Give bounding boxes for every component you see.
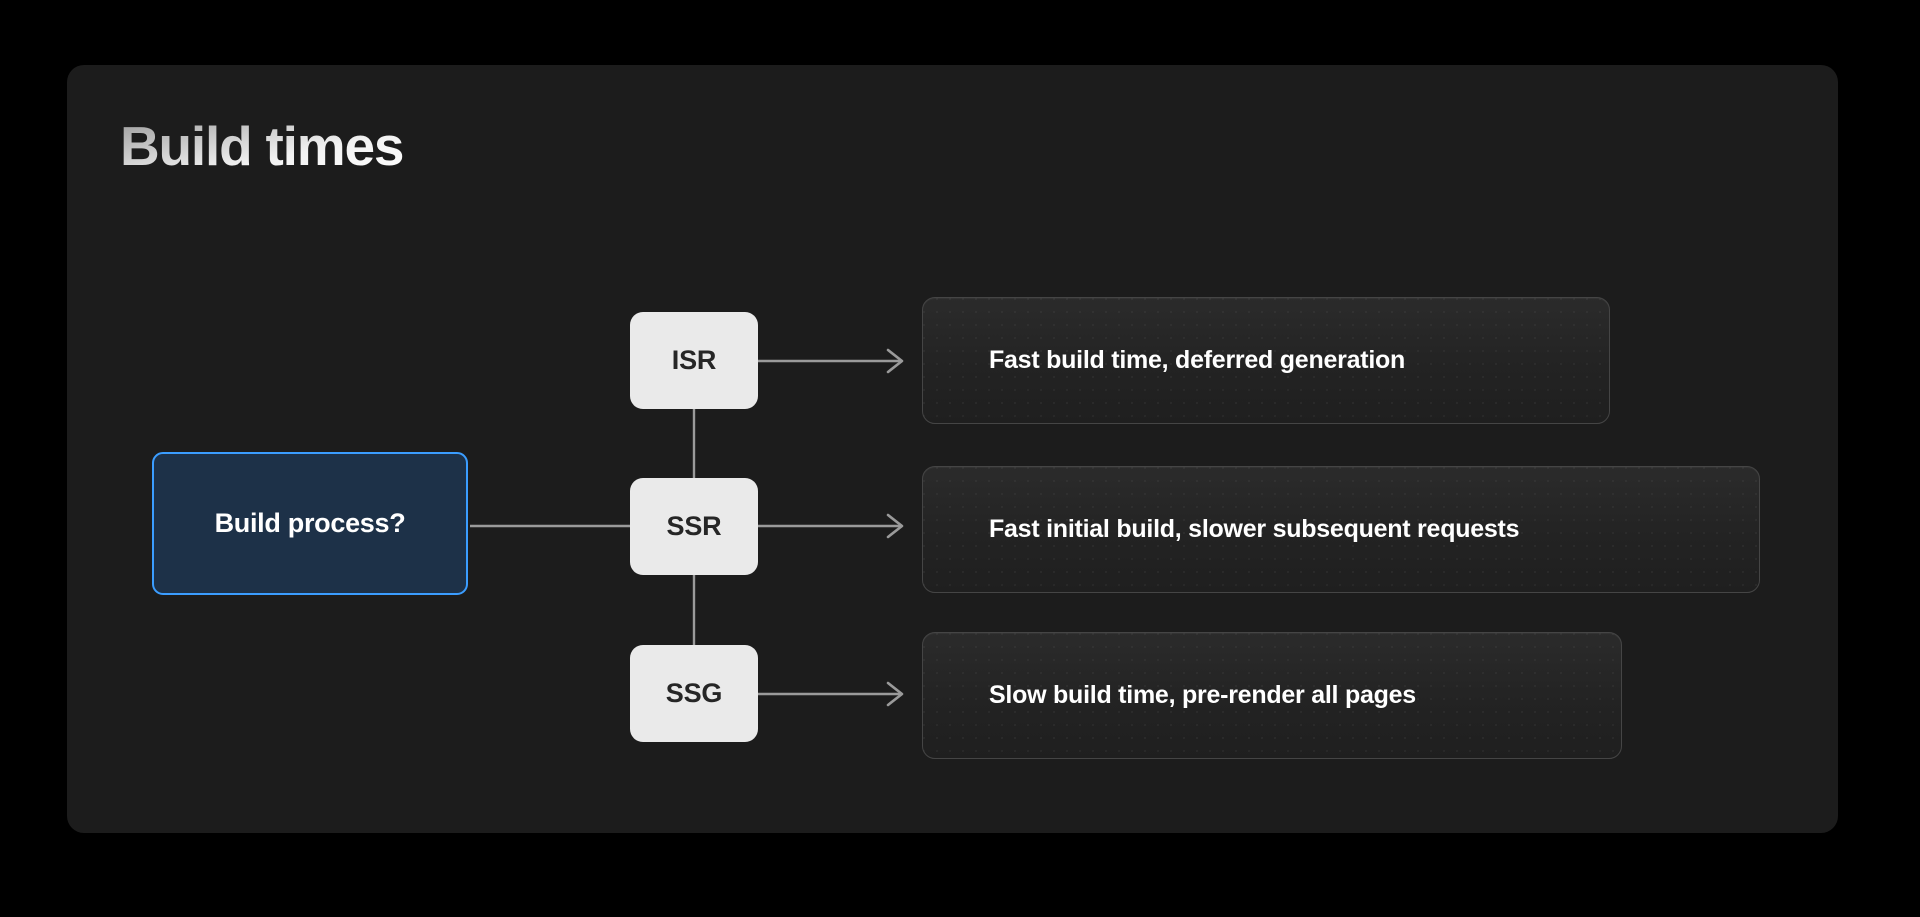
page-title: Build times	[120, 115, 404, 177]
node-isr-label: ISR	[671, 345, 717, 375]
node-ssr[interactable]: SSR	[630, 478, 758, 575]
node-ssr-label: SSR	[666, 511, 722, 541]
arrowhead-ssr	[886, 513, 904, 539]
outcome-card-isr-text: Fast build time, deferred generation	[989, 346, 1406, 374]
node-ssg[interactable]: SSG	[630, 645, 758, 742]
arrowhead-ssg	[886, 681, 904, 707]
outcome-card-ssr[interactable]: Fast initial build, slower subsequent re…	[922, 466, 1760, 593]
outcome-card-ssg-text: Slow build time, pre-render all pages	[989, 681, 1416, 709]
node-isr[interactable]: ISR	[630, 312, 758, 409]
decision-node-build-process[interactable]: Build process?	[152, 452, 468, 595]
outcome-card-ssr-text: Fast initial build, slower subsequent re…	[989, 515, 1520, 543]
decision-node-label: Build process?	[214, 508, 406, 538]
node-ssg-label: SSG	[665, 678, 723, 708]
arrowhead-isr	[886, 348, 904, 374]
outcome-card-isr[interactable]: Fast build time, deferred generation	[922, 297, 1610, 424]
outcome-card-ssg[interactable]: Slow build time, pre-render all pages	[922, 632, 1622, 759]
